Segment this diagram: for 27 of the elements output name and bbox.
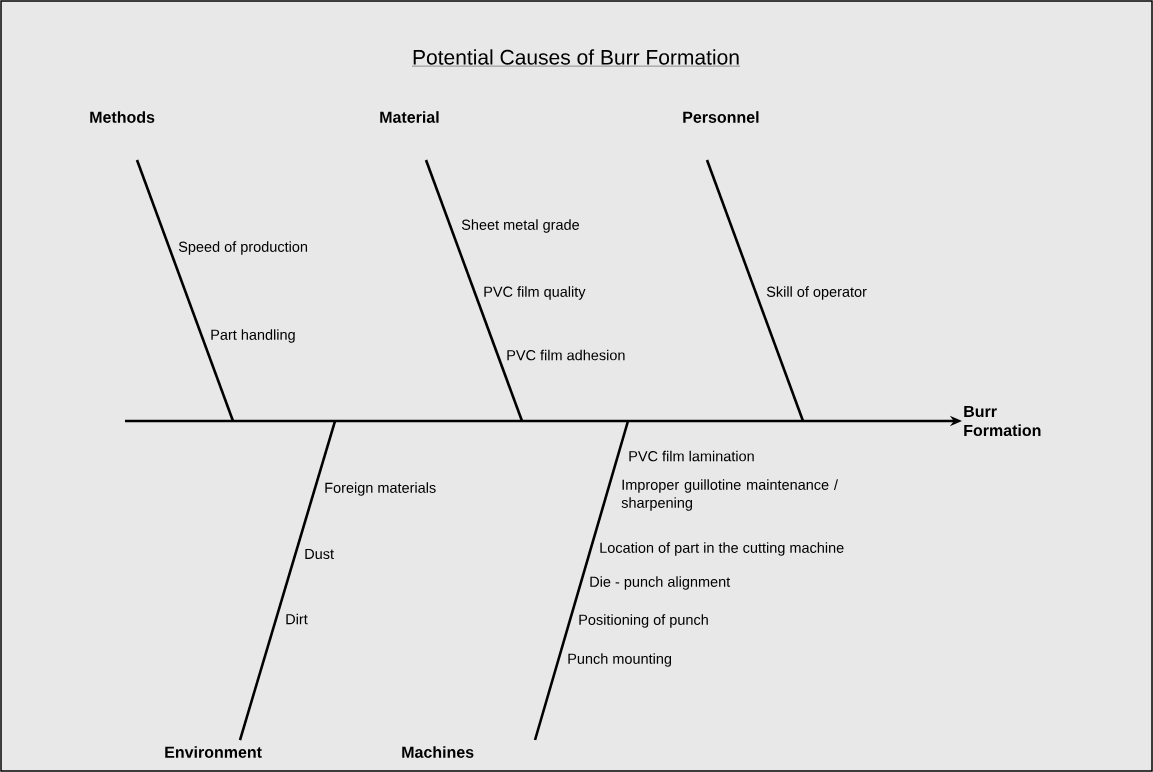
cause-label: Die - punch alignment — [590, 576, 731, 590]
bone-line — [238, 420, 337, 741]
cause-label: Dirt — [286, 613, 308, 625]
cause-label: Improper guillotine maintenance / sharpening — [621, 479, 838, 511]
cause-label: Skill of operator — [766, 286, 867, 300]
cause-label: Sheet metal grade — [461, 219, 580, 233]
title: Potential Causes of Burr Formation — [411, 49, 741, 67]
bone-line — [705, 159, 805, 422]
category-label: Material — [380, 111, 439, 123]
category-label: Personnel — [683, 111, 759, 123]
cause-label: Dust — [305, 548, 334, 560]
cause-label: Part handling — [211, 329, 295, 343]
cause-label: Foreign materials — [325, 482, 436, 496]
bone-line — [424, 159, 524, 422]
bone-line — [533, 420, 630, 741]
cause-label: Location of part in the cutting machine — [600, 542, 844, 556]
cause-label: PVC film quality — [484, 286, 586, 300]
category-label: Machines — [402, 746, 474, 758]
category-label: Methods — [90, 111, 155, 123]
cause-label: PVC film adhesion — [507, 349, 625, 361]
cause-label: Speed of production — [178, 241, 307, 255]
cause-label: PVC film lamination — [629, 450, 754, 462]
effect-label: Burr Formation — [964, 405, 1041, 437]
cause-label: Punch mounting — [568, 653, 672, 667]
cause-label: Positioning of punch — [579, 614, 708, 628]
category-label: Environment — [165, 746, 262, 758]
bone-line — [135, 159, 235, 422]
